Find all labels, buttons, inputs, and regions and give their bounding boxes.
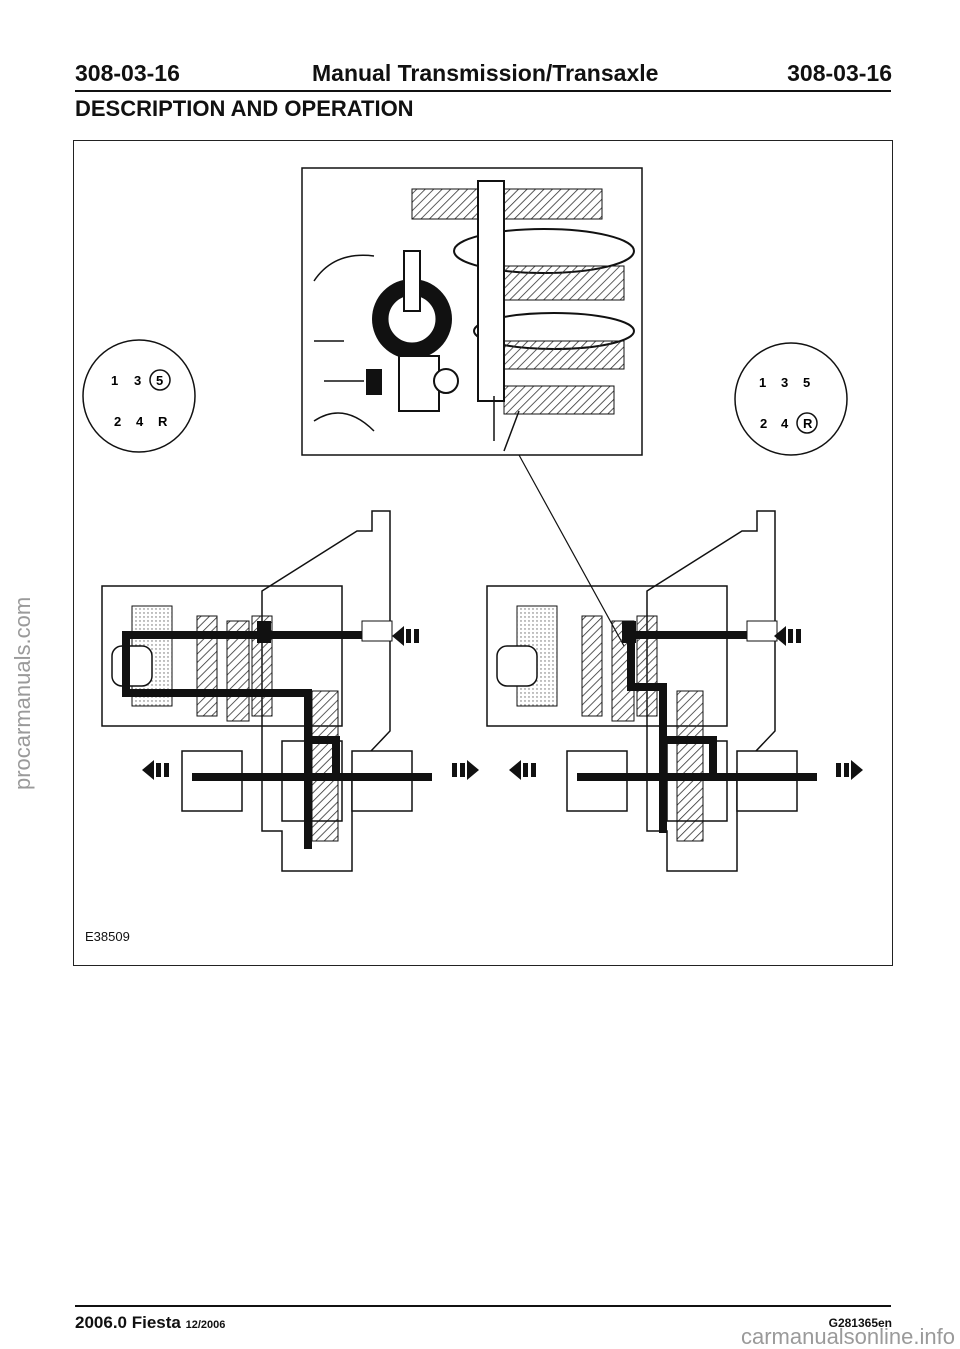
gate-right-3: 3	[781, 375, 788, 390]
gate-right-2: 2	[760, 416, 767, 431]
section-title: DESCRIPTION AND OPERATION	[75, 96, 414, 121]
footer-model-date: 2006.0 Fiesta 12/2006	[75, 1313, 225, 1333]
gate-right-r: R	[803, 416, 813, 431]
inset-gear-detail	[301, 167, 643, 456]
transaxle-section-left	[101, 510, 432, 872]
transaxle-section-right	[486, 510, 817, 872]
gate-right-highlight-ring	[796, 412, 818, 434]
bottom-watermark: carmanualsonline.info	[741, 1324, 955, 1349]
gate-pattern-left: 1 3 5 2 4 R	[82, 339, 196, 453]
header-rule	[75, 90, 891, 92]
gate-left-3: 3	[134, 373, 141, 388]
figure-id: E38509	[85, 929, 130, 944]
gate-right-5: 5	[803, 375, 810, 390]
figure-frame: 1 3 5 2 4 R 1 3 5 2 4 R	[73, 140, 893, 966]
footer-doc-code: G281365en	[828, 1316, 892, 1330]
arrow-output-right-a	[509, 760, 536, 780]
arrow-output-left-b	[452, 760, 479, 780]
bottom-watermark-text: carmanualsonline.info	[741, 1324, 955, 1349]
gate-left-1: 1	[111, 373, 118, 388]
leader-line	[518, 454, 625, 647]
transaxle-diagram: 1 3 5 2 4 R 1 3 5 2 4 R	[82, 167, 863, 872]
gate-left-5: 5	[156, 373, 163, 388]
gate-left-highlight-ring	[149, 369, 171, 391]
footer-model: 2006.0 Fiesta	[75, 1313, 181, 1332]
gate-left-r: R	[158, 414, 168, 429]
arrow-output-left-a	[142, 760, 169, 780]
header-title: Manual Transmission/Transaxle	[312, 60, 659, 86]
side-watermark: procarmanuals.com	[10, 597, 35, 790]
gate-left-2: 2	[114, 414, 121, 429]
arrow-output-right-b	[836, 760, 863, 780]
gate-right-1: 1	[759, 375, 766, 390]
footer-date: 12/2006	[185, 1319, 226, 1331]
side-watermark-text: procarmanuals.com	[10, 597, 35, 790]
header-left-code: 308-03-16	[75, 60, 180, 86]
gate-pattern-right: 1 3 5 2 4 R	[734, 342, 848, 456]
header-right-code: 308-03-16	[787, 60, 892, 86]
footer-rule	[75, 1305, 891, 1307]
gate-right-4: 4	[781, 416, 789, 431]
arrow-input-right	[774, 626, 801, 646]
arrow-input-left	[392, 626, 419, 646]
gate-left-4: 4	[136, 414, 144, 429]
